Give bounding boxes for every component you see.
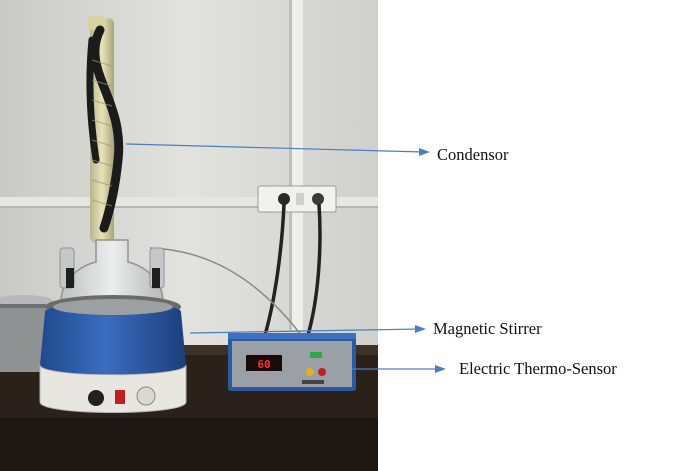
condensor-arrow (125, 143, 425, 153)
cable (263, 203, 286, 336)
condensor-label: Condensor (437, 145, 509, 164)
power-socket (257, 185, 337, 213)
magnetic-stirrer-device (39, 295, 187, 413)
photo: 60 (0, 0, 378, 471)
annotation-area (378, 0, 685, 471)
magnetic-stirrer-label: Magnetic Stirrer (433, 319, 542, 338)
reaction-flask (59, 239, 165, 311)
condenser (86, 16, 124, 243)
display-readout: 60 (257, 358, 270, 371)
thermo-controller-device: 60 (228, 333, 356, 391)
wall-rail (0, 197, 378, 207)
magnetic-stirrer-arrow (189, 328, 421, 334)
annotation-arrows (125, 143, 446, 373)
sensor-wire (149, 247, 306, 341)
cable (306, 203, 322, 336)
steel-pot (0, 295, 53, 372)
wall-pipe (289, 0, 303, 330)
electric-thermo-sensor-label: Electric Thermo-Sensor (459, 359, 617, 378)
